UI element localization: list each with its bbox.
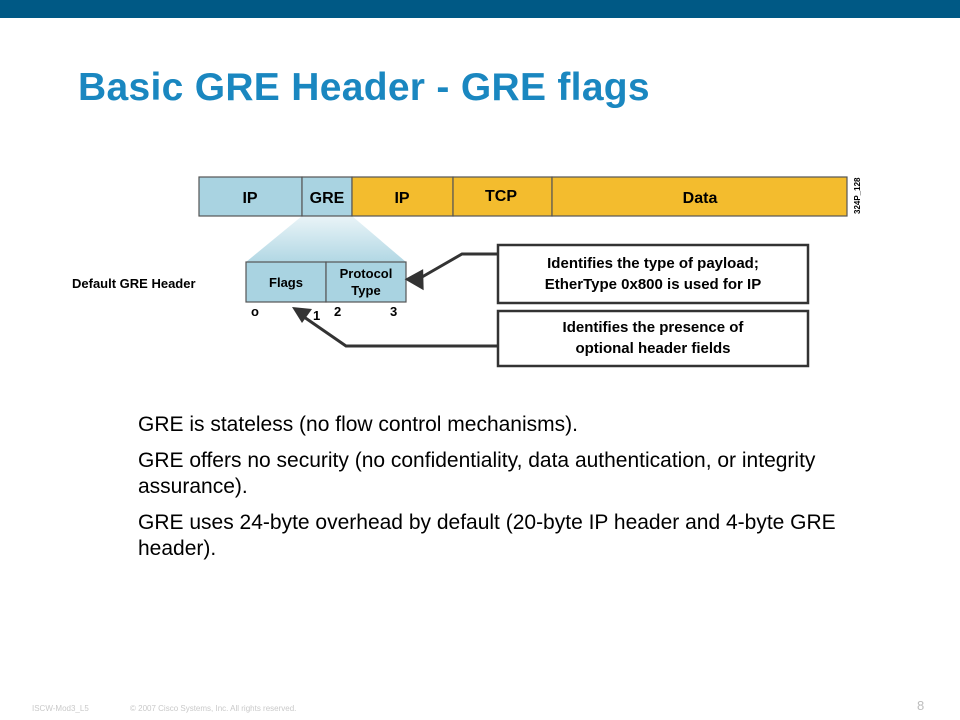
figure-id: 324P_128 [853,177,862,214]
arrow-to-flags [292,307,498,348]
callout-flags-line2: optional header fields [575,340,730,357]
header-protocol-line1: Protocol [340,266,393,281]
header-field-protocol [325,261,407,303]
packet-label-ip-outer: IP [242,190,257,207]
header-protocol-line2: Type [351,283,380,298]
footer-copyright: © 2007 Cisco Systems, Inc. All rights re… [130,704,297,713]
header-field-flags [245,261,327,303]
packet-label-tcp: TCP [485,188,517,205]
packet-field-data [551,176,848,217]
page-number: 8 [917,698,925,713]
packet-label-data: Data [683,190,718,207]
header-label: Default GRE Header [72,276,196,291]
bit-label-3: 3 [390,304,397,319]
bullet-stateless: GRE is stateless (no flow control mechan… [138,413,578,436]
gre-header [245,261,407,303]
packet-field-ip-outer [198,176,303,217]
zoom-fan [246,216,406,262]
callout-payload-line1: Identifies the type of payload; [547,255,759,272]
slide-title: Basic GRE Header - GRE flags [78,66,650,109]
bullet-list: GRE is stateless (no flow control mechan… [138,412,898,572]
callout-payload-line2: EtherType 0x800 is used for IP [545,276,761,293]
callout-payload-box [496,243,810,305]
packet-field-tcp [452,176,553,217]
arrow-to-protocol [404,252,498,291]
bullet-overhead: GRE uses 24-byte overhead by default (20… [138,511,836,560]
header-flags-label: Flags [269,275,303,290]
callout-flags-line1: Identifies the presence of [563,319,745,336]
bit-label-2: 2 [334,304,341,319]
footer-course: ISCW-Mod3_L5 [32,704,89,713]
packet-label-gre: GRE [310,190,345,207]
packet-label-ip-inner: IP [394,190,409,207]
bullet-security: GRE offers no security (no confidentiali… [138,449,816,498]
packet-field-ip-inner [351,176,454,217]
callout-flags-box [496,309,810,368]
bit-label-0: o [251,304,259,319]
top-banner [0,0,960,18]
packet-bar [198,176,848,217]
bit-label-1: 1 [313,308,320,323]
